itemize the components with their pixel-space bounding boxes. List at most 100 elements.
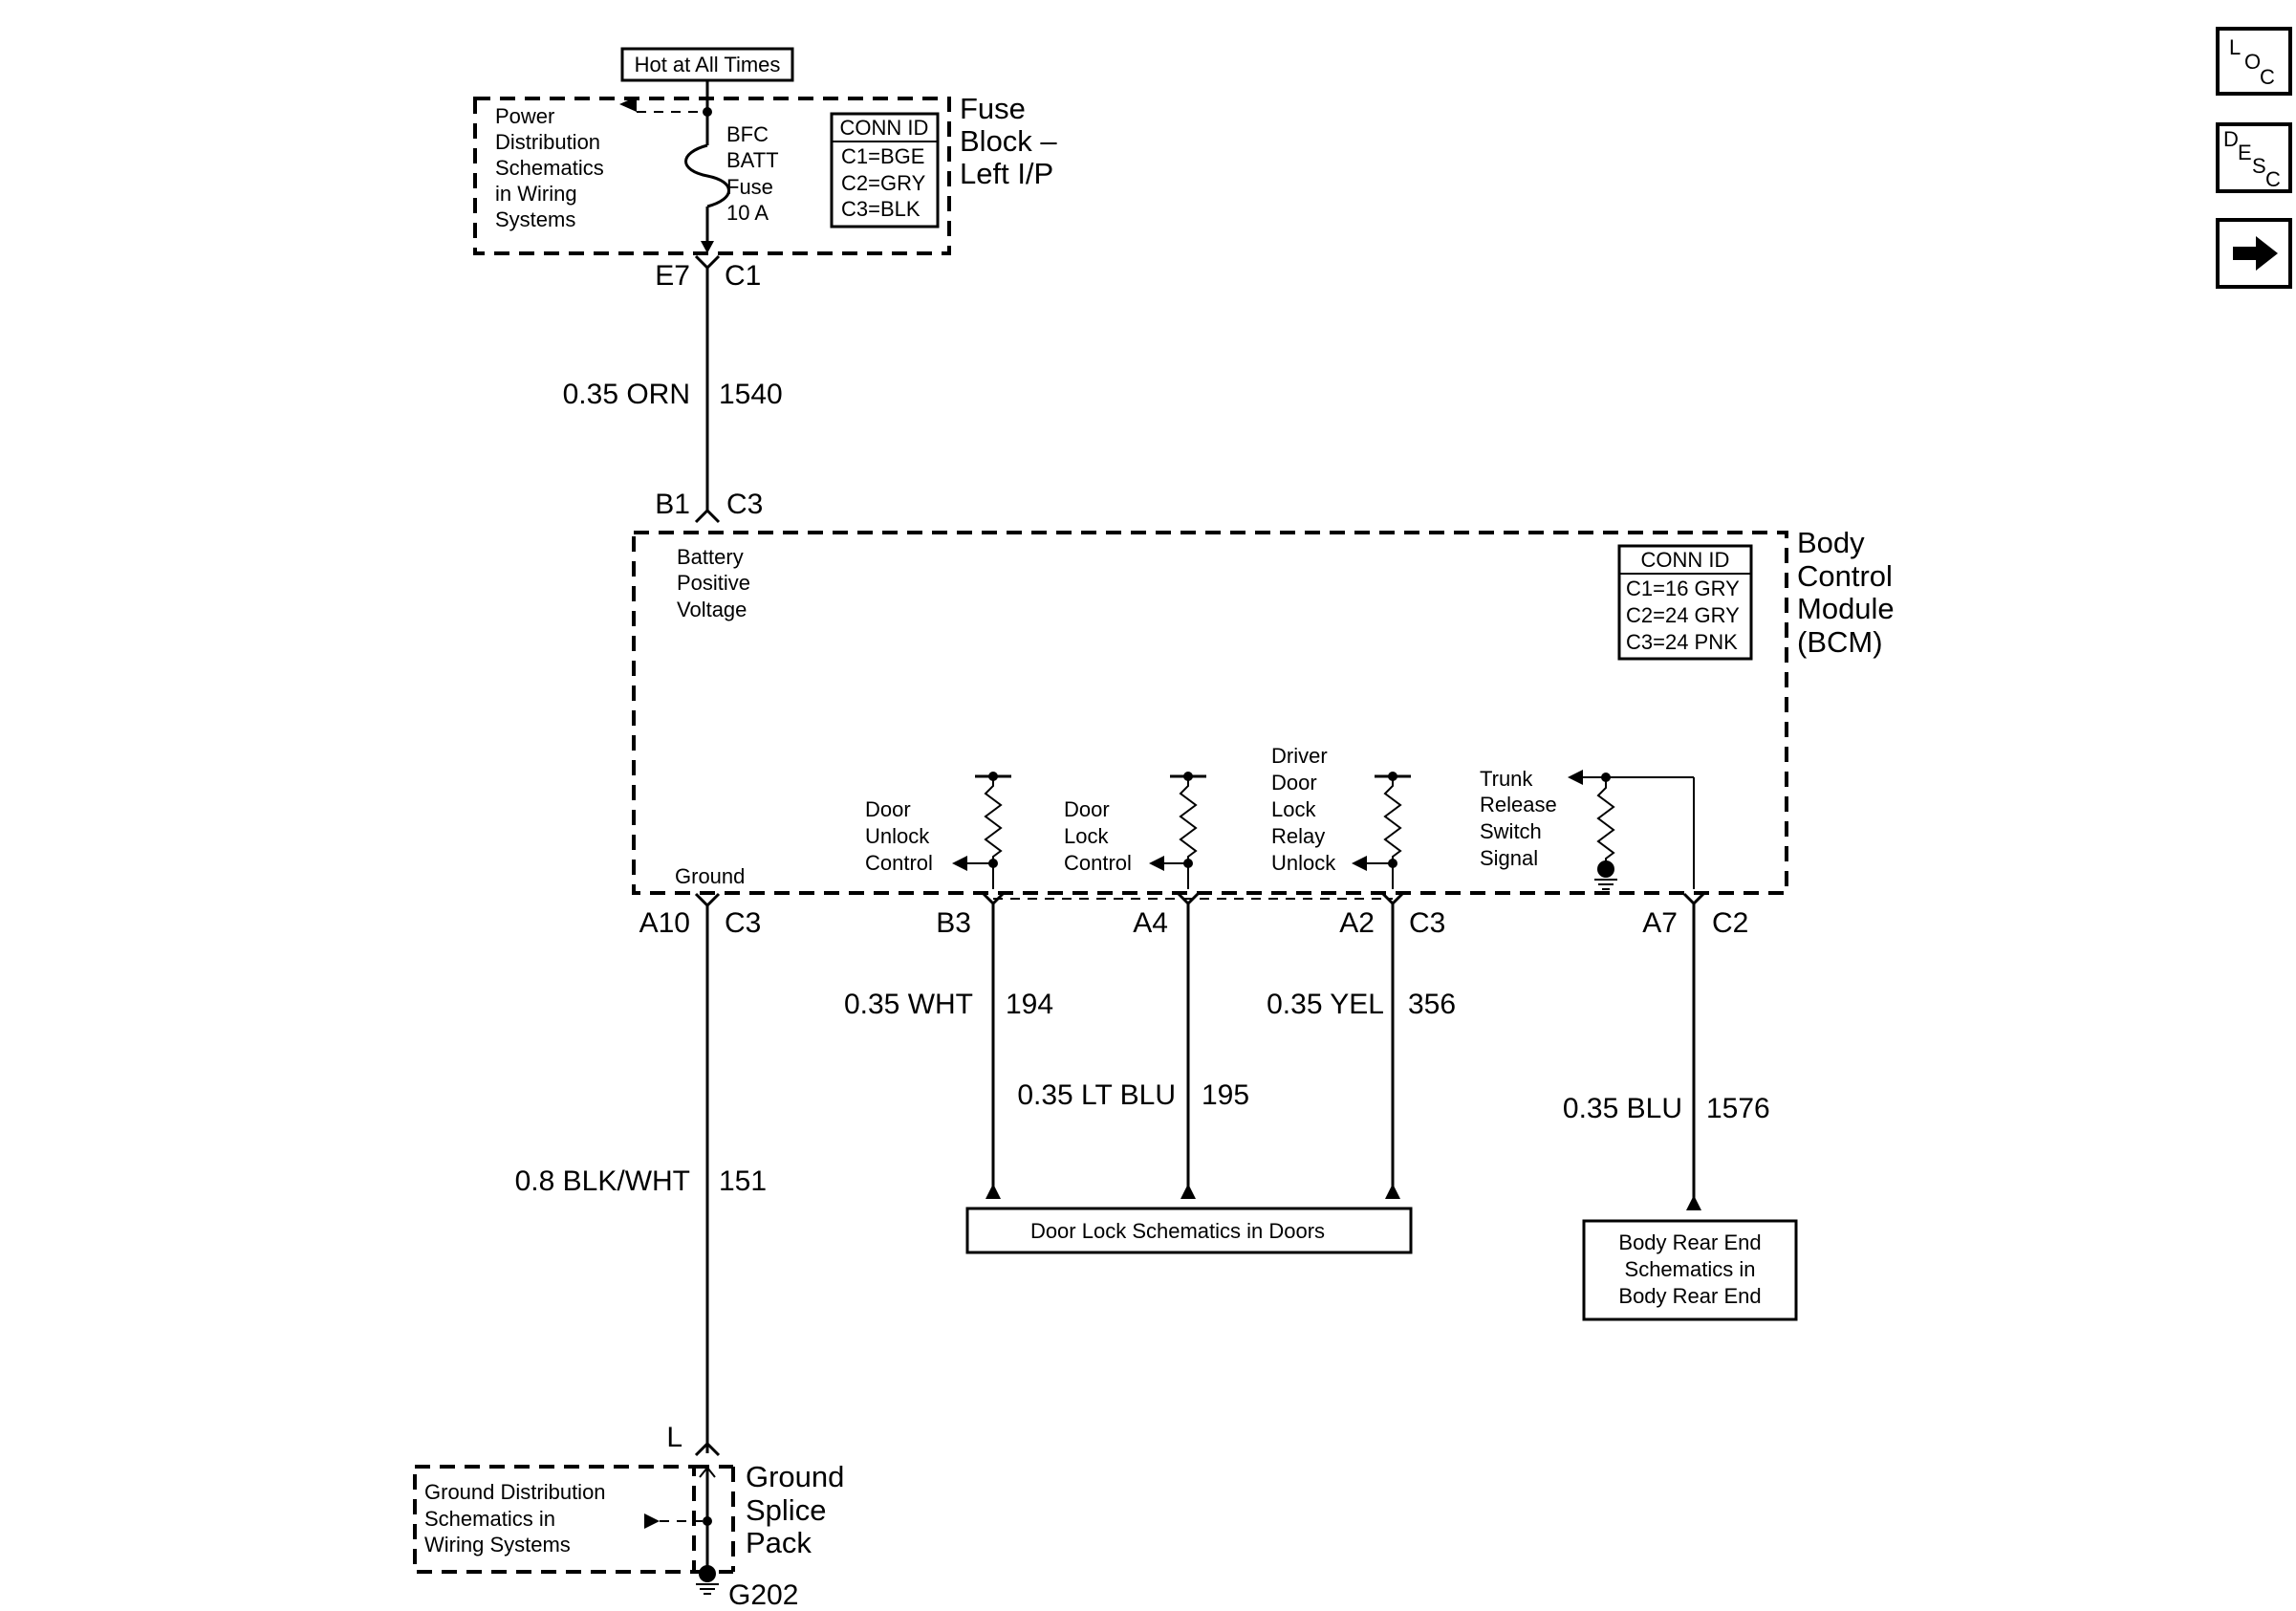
pin-a4: A4 [1133,907,1168,939]
svg-text:D: D [2223,127,2239,151]
output-driver-door-lock-relay-unlock: Driver Door Lock Relay Unlock [1271,744,1411,889]
svg-text:Schematics in: Schematics in [1625,1257,1756,1281]
wire-151-gauge: 0.8 BLK/WHT [515,1165,690,1197]
svg-text:Control: Control [1064,851,1132,875]
arrow-right-icon [2233,236,2278,271]
pin-l: L [666,1422,682,1453]
svg-text:Door: Door [1271,771,1317,795]
svg-text:Systems: Systems [495,207,575,231]
svg-text:C2=GRY: C2=GRY [841,171,926,195]
output-door-lock-control: Door Lock Control [1064,772,1206,889]
arrow-left-icon [1352,856,1367,871]
output-door-unlock-control: Door Unlock Control [865,772,1011,889]
svg-text:C: C [2265,167,2281,191]
ground-splice-pack: L Ground Distribution Schematics in Wiri… [413,1422,844,1611]
svg-text:Power: Power [495,104,554,128]
svg-text:CONN ID: CONN ID [840,116,929,140]
svg-text:Signal: Signal [1480,846,1538,870]
svg-text:C3=24 PNK: C3=24 PNK [1626,630,1738,654]
svg-text:Splice: Splice [746,1493,826,1527]
connector-c3-ground: C3 [725,907,761,939]
arrow-left-icon [1568,770,1583,785]
desc-button[interactable]: D E S C [2216,122,2292,193]
body-rear-end-ref-box [1582,1219,1798,1321]
body-control-module: B1 C3 Body Control Module (BCM) CONN ID … [632,489,1895,939]
svg-text:C1=BGE: C1=BGE [841,144,924,168]
wire-195-circuit: 195 [1202,1079,1249,1111]
svg-text:Distribution: Distribution [495,130,600,154]
connector-a7-c2 [1682,892,1705,906]
wire-356-circuit: 356 [1408,989,1456,1020]
arrow-left-icon [1149,856,1164,871]
wire-195-gauge: 0.35 LT BLU [1017,1079,1176,1111]
connector-c3-top: C3 [726,489,763,520]
svg-text:Control: Control [865,851,933,875]
next-button[interactable] [2216,218,2292,289]
svg-text:Release: Release [1480,793,1557,816]
connector-l [694,1441,721,1457]
connector-b1-c3 [694,508,721,524]
svg-text:Switch: Switch [1480,819,1542,843]
svg-text:C2=24 GRY: C2=24 GRY [1626,603,1740,627]
svg-text:Positive: Positive [677,571,750,595]
wire-1540-gauge: 0.35 ORN [563,379,690,410]
ground-icon [699,1565,716,1582]
connector-c2: C2 [1712,907,1748,939]
connector-a10-c3 [694,892,721,908]
svg-text:Ground: Ground [746,1460,844,1493]
bcm-conn-id: CONN ID C1=16 GRY C2=24 GRY C3=24 PNK [1617,544,1753,661]
ground-distribution-ref: Ground Distribution Schematics in Wiring… [424,1480,606,1557]
svg-text:BATT: BATT [726,148,779,172]
svg-text:Left I/P: Left I/P [960,157,1053,190]
bcm-title: Body Control Module (BCM) [1797,526,1895,659]
connector-e7-c1 [694,254,721,271]
svg-text:CONN ID: CONN ID [1641,548,1730,572]
svg-text:Control: Control [1797,559,1893,593]
svg-text:Module: Module [1797,592,1895,625]
output-trunk-release-switch-signal: Trunk Release Switch Signal [1480,767,1695,890]
wire-1540-circuit: 1540 [719,379,783,410]
fuse-block: Hot at All Times Fuse Block – Left I/P P… [473,47,1057,292]
pin-e7: E7 [655,260,690,292]
bcm-outline [632,531,1788,895]
loc-button[interactable]: L O C [2216,27,2292,96]
fuse-block-title: Fuse Block – Left I/P [960,92,1057,190]
pin-a2: A2 [1339,907,1375,939]
wire-194-circuit: 194 [1006,989,1053,1020]
pin-a7: A7 [1642,907,1678,939]
svg-text:Relay: Relay [1271,824,1325,848]
pin-a10: A10 [639,907,690,939]
svg-text:BFC: BFC [726,122,769,146]
battery-positive-voltage-label: Battery Positive Voltage [677,545,750,621]
door-lock-schematics-ref: Door Lock Schematics in Doors [1030,1219,1325,1243]
ground-g202: G202 [728,1579,798,1611]
svg-text:C3=BLK: C3=BLK [841,197,921,221]
svg-text:Unlock: Unlock [1271,851,1336,875]
svg-text:C: C [2260,65,2275,89]
arrow-left-icon [952,856,967,871]
arrow-right-icon [644,1513,660,1529]
power-distribution-ref: Power Distribution Schematics in Wiring … [495,104,604,231]
fuse-block-outline [473,97,951,255]
ground-label: Ground [675,864,745,888]
fuse-label: BFC BATT Fuse 10 A [726,122,779,225]
ground-distribution-ref-outline [413,1465,696,1574]
svg-text:O: O [2244,50,2261,74]
svg-text:Body Rear End: Body Rear End [1618,1284,1761,1308]
svg-text:Pack: Pack [746,1526,812,1559]
wire-1576-circuit: 1576 [1706,1093,1770,1124]
svg-text:Body: Body [1797,526,1865,559]
svg-text:Unlock: Unlock [865,824,930,848]
svg-text:S: S [2252,154,2266,178]
svg-text:Battery: Battery [677,545,744,569]
svg-text:Wiring Systems: Wiring Systems [424,1533,571,1557]
wire-151-circuit: 151 [719,1165,767,1197]
svg-text:Schematics: Schematics [495,156,604,180]
svg-text:Lock: Lock [1064,824,1109,848]
svg-text:Voltage: Voltage [677,598,747,621]
connector-c3-outputs: C3 [1409,907,1445,939]
svg-text:Trunk: Trunk [1480,767,1533,791]
svg-text:Driver: Driver [1271,744,1328,768]
svg-text:Door: Door [1064,797,1110,821]
